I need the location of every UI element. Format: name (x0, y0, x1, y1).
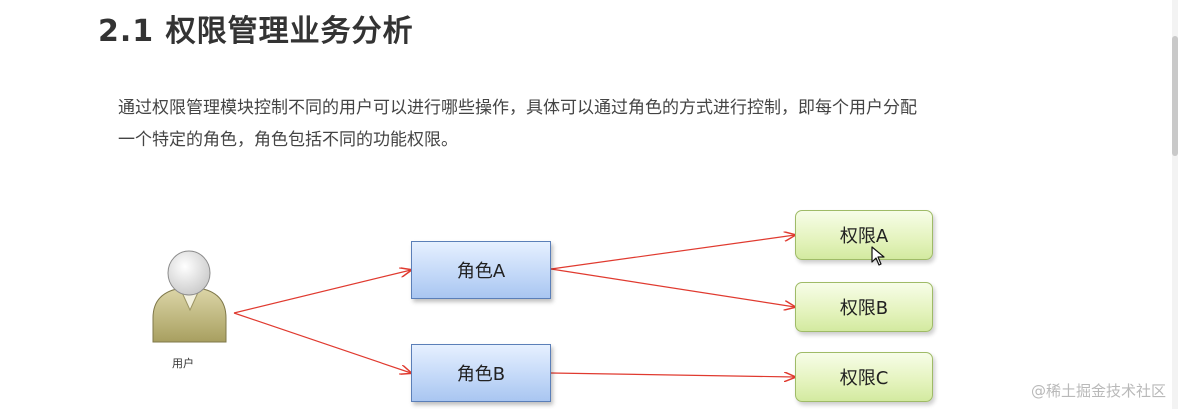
page-title: 2.1 权限管理业务分析 (98, 14, 414, 49)
role-a-box: 角色A (411, 241, 551, 299)
description-line-1: 通过权限管理模块控制不同的用户可以进行哪些操作，具体可以通过角色的方式进行控制，… (118, 98, 917, 118)
role-b-box: 角色B (411, 344, 551, 402)
arrow-user-to-role-a (233, 270, 411, 314)
arrow-role-a-to-permission-a (550, 235, 795, 270)
user-icon (152, 250, 227, 343)
arrow-role-b-to-permission-c (550, 373, 795, 377)
watermark: @稀土掘金技术社区 (1030, 382, 1166, 400)
permission-c-label: 权限C (839, 368, 889, 389)
arrow-role-a-to-permission-b (550, 268, 795, 307)
permission-b-label: 权限B (839, 298, 889, 319)
arrow-user-to-role-b (233, 312, 411, 373)
scrollbar-track[interactable] (1172, 0, 1178, 409)
permission-c-box: 权限C (795, 352, 933, 402)
permission-b-box: 权限B (795, 282, 933, 332)
permission-a-box: 权限A (795, 210, 933, 260)
scrollbar-thumb[interactable] (1172, 36, 1178, 156)
user-label: 用户 (172, 357, 194, 370)
description-line-2: 一个特定的角色，角色包括不同的功能权限。 (118, 130, 458, 150)
permission-a-label: 权限A (839, 226, 889, 247)
role-a-label: 角色A (456, 261, 506, 282)
role-b-label: 角色B (456, 364, 506, 385)
mouse-cursor-icon (871, 246, 885, 266)
